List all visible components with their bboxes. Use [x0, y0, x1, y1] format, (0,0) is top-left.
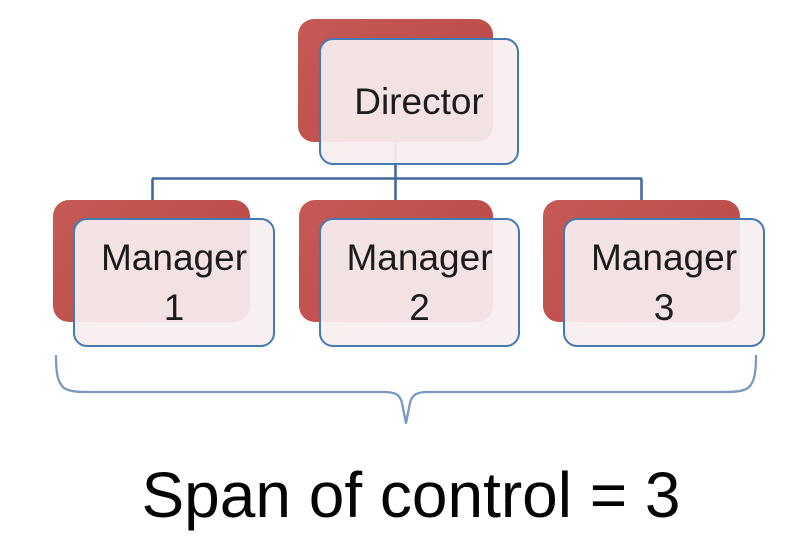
node-director: Director [319, 38, 519, 165]
manager3-label-line2: 3 [653, 286, 675, 328]
manager2-label-line1: Manager [346, 236, 493, 278]
node-manager-3: Manager 3 [563, 218, 765, 347]
span-of-control-caption: Span of control = 3 [141, 459, 681, 531]
manager3-label-line1: Manager [590, 236, 738, 278]
director-label: Director [354, 80, 484, 122]
manager2-label-line2: 2 [409, 286, 430, 328]
node-manager-2: Manager 2 [319, 218, 520, 347]
manager1-label-line2: 1 [163, 286, 185, 328]
manager1-label-line1: Manager [100, 236, 248, 278]
node-manager-1: Manager 1 [73, 218, 275, 347]
connector-tree-lines [151, 142, 643, 202]
span-brace [54, 354, 758, 425]
